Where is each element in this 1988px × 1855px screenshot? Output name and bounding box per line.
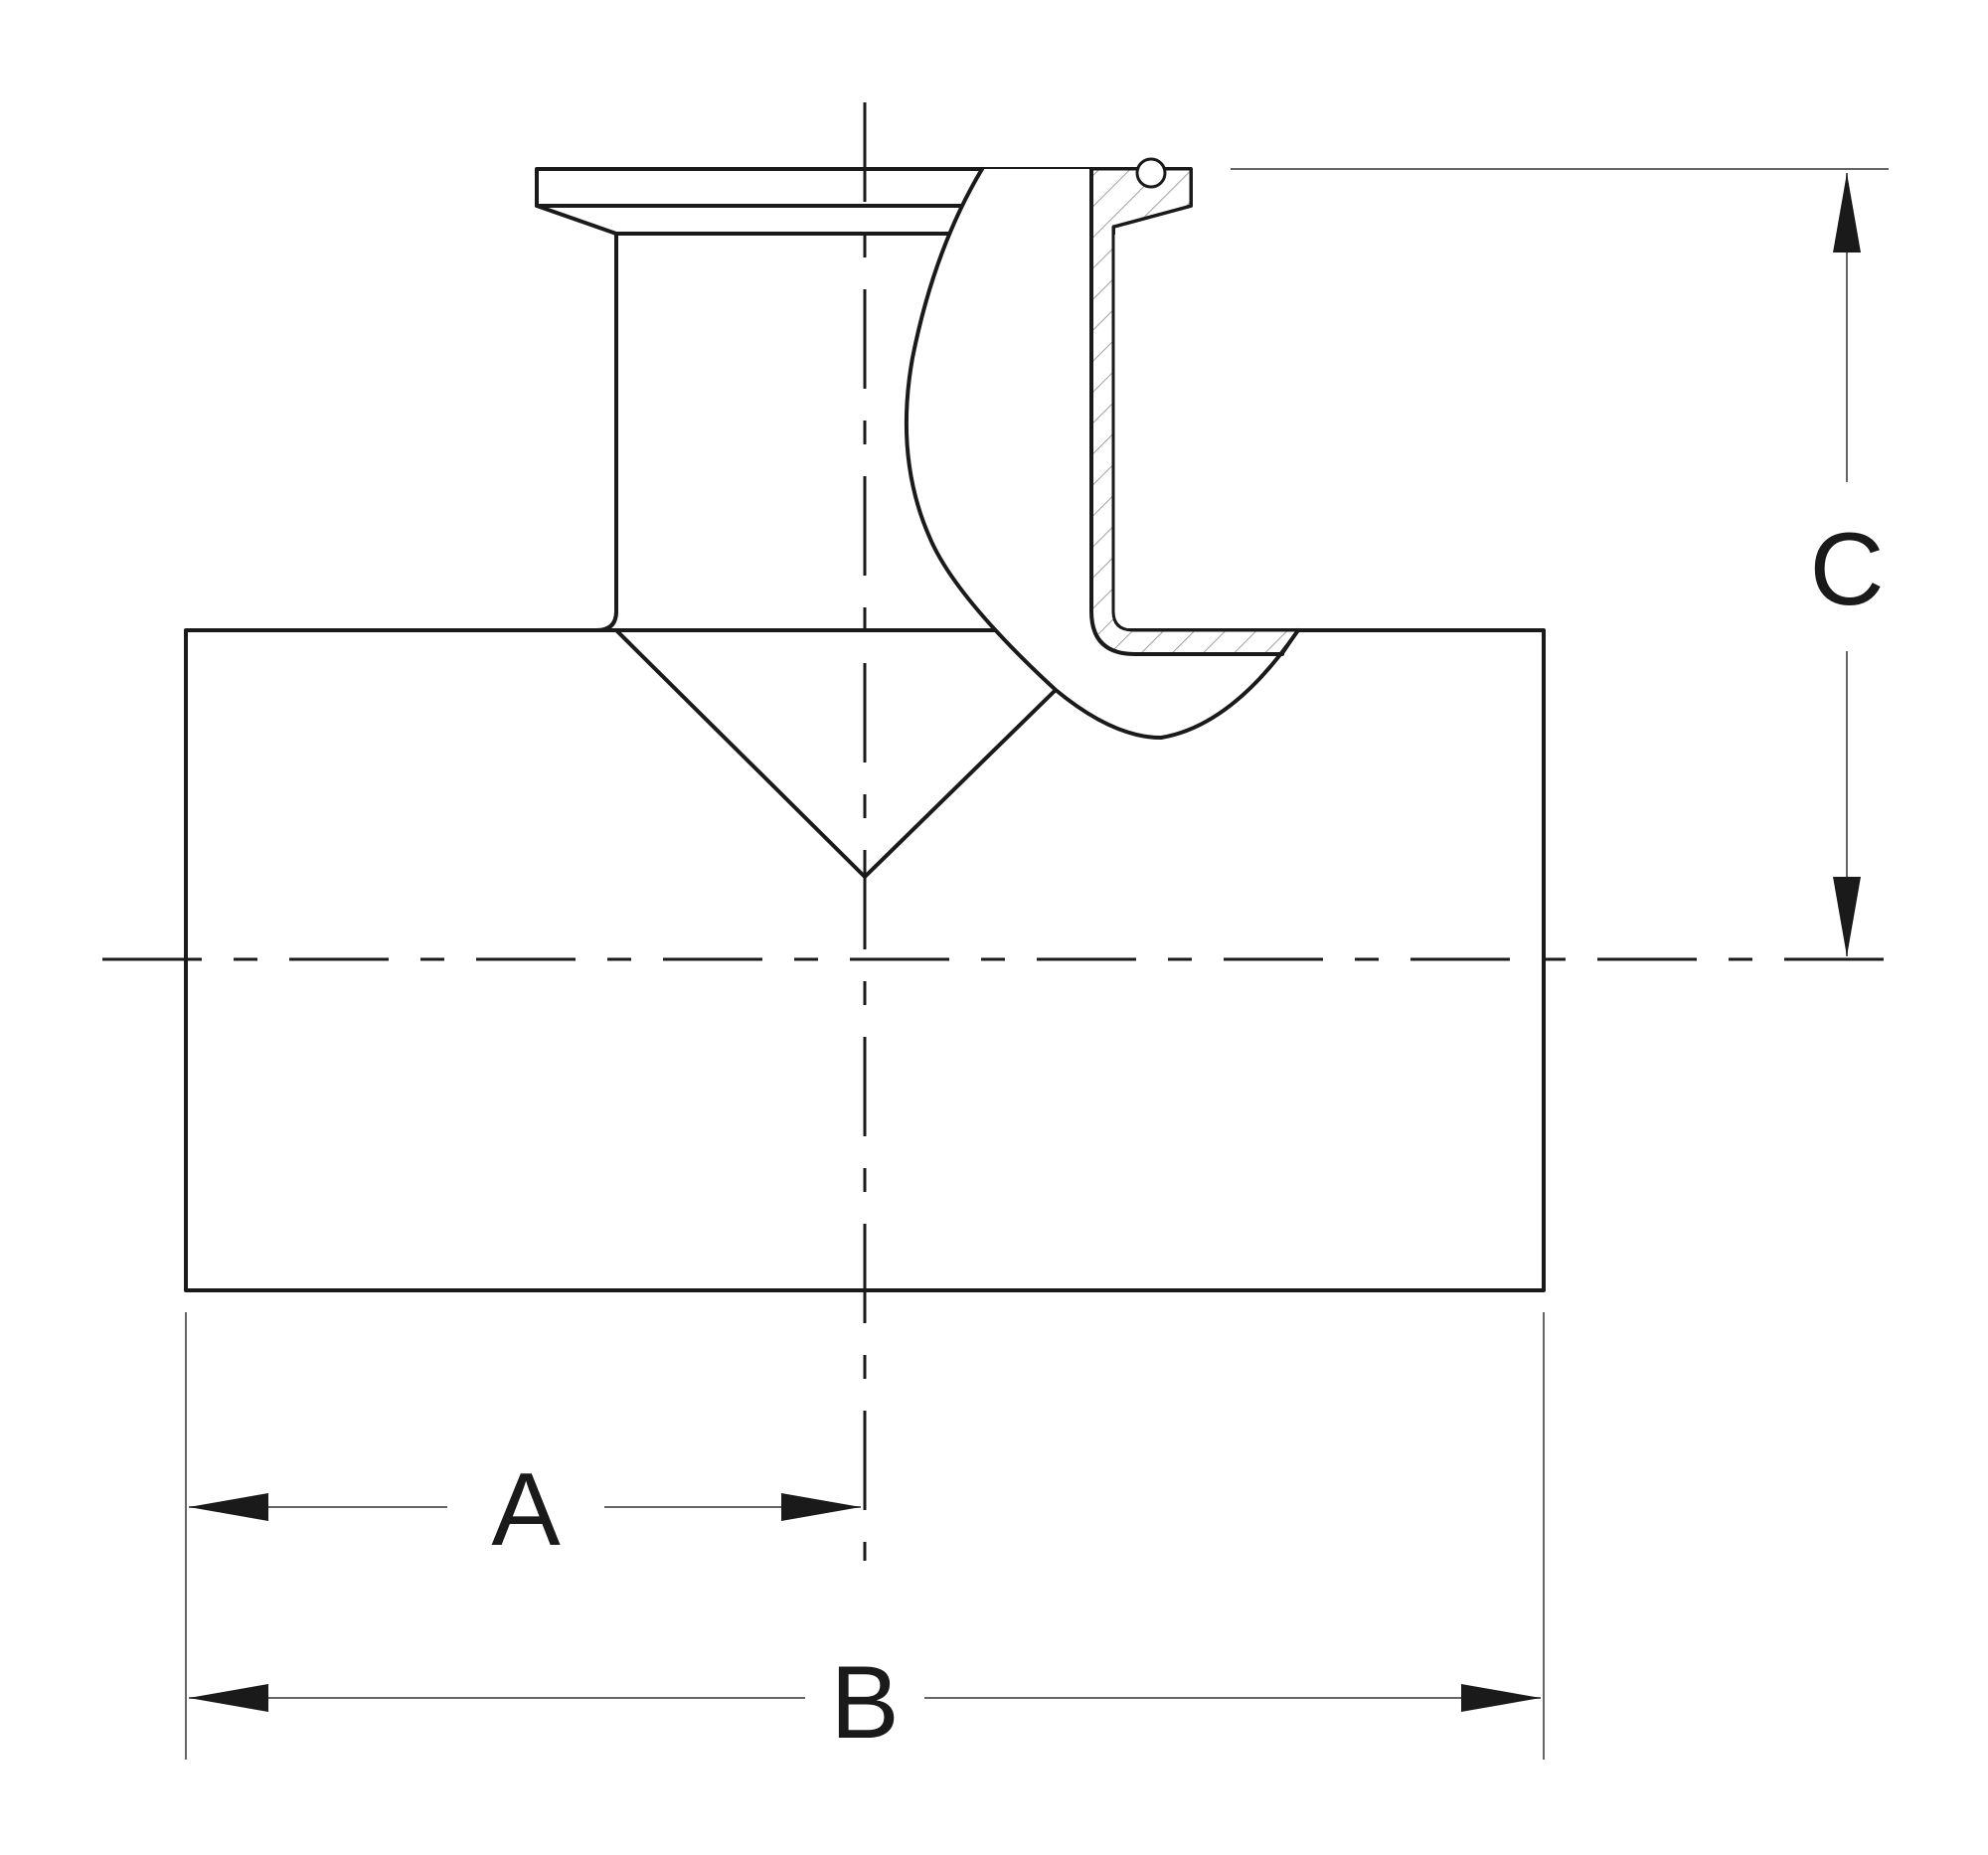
dimension-c: C <box>1809 173 1885 956</box>
cutaway-edge <box>904 167 1300 740</box>
branch-inner-wall <box>1089 167 1284 656</box>
gasket-groove <box>1135 157 1167 189</box>
dimension-a-label: A <box>491 1452 561 1568</box>
branch-outer-profile <box>594 232 618 632</box>
dimension-c-label: C <box>1809 512 1884 627</box>
dimension-b: B <box>189 1645 1541 1761</box>
hatched-wall-section <box>1089 167 1300 656</box>
dimension-b-label: B <box>830 1645 899 1761</box>
dimension-a: A <box>189 1452 861 1568</box>
